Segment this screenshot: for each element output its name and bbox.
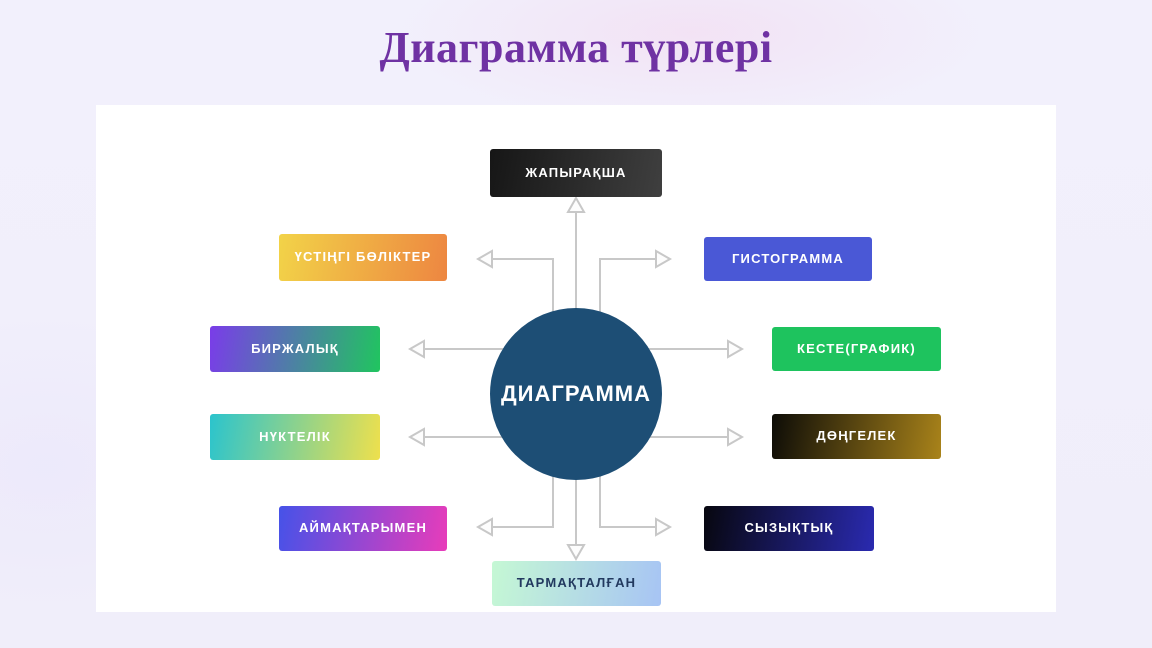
- node-gistogramma: ГИСТОГРАММА: [704, 237, 872, 281]
- node-label: ДӨҢГЕЛЕК: [816, 428, 897, 444]
- node-label: ТАРМАҚТАЛҒАН: [516, 575, 637, 591]
- node-label: БИРЖАЛЫҚ: [251, 340, 339, 356]
- node-ustingi-bolikter: ҮСТІҢГІ БӨЛІКТЕР: [279, 234, 447, 281]
- node-zhapyraksha: ЖАПЫРАҚША: [490, 149, 662, 197]
- center-circle: ДИАГРАММА: [490, 308, 662, 480]
- node-keste-grafik: КЕСТЕ(ГРАФИК): [772, 327, 941, 371]
- node-syzyktyk: СЫЗЫҚТЫҚ: [704, 506, 874, 551]
- node-label: КЕСТЕ(ГРАФИК): [797, 340, 916, 356]
- node-label: ҮСТІҢГІ БӨЛІКТЕР: [294, 249, 432, 265]
- node-dongelek: ДӨҢГЕЛЕК: [772, 414, 941, 459]
- node-label: ГИСТОГРАММА: [731, 250, 845, 266]
- node-label: АЙМАҚТАРЫМЕН: [298, 520, 428, 536]
- node-label: ЖАПЫРАҚША: [525, 164, 627, 180]
- node-label: СЫЗЫҚТЫҚ: [744, 520, 834, 536]
- node-aimaktarymen: АЙМАҚТАРЫМЕН: [279, 506, 447, 551]
- node-label: НҮКТЕЛІК: [259, 428, 331, 444]
- slide-title: Диаграмма түрлері: [379, 23, 773, 72]
- node-tarmaktalgan: ТАРМАҚТАЛҒАН: [492, 561, 661, 606]
- node-birzhalyk: БИРЖАЛЫҚ: [210, 326, 380, 372]
- center-circle-label: ДИАГРАММА: [500, 381, 651, 406]
- node-nuktelik: НҮКТЕЛІК: [210, 414, 380, 460]
